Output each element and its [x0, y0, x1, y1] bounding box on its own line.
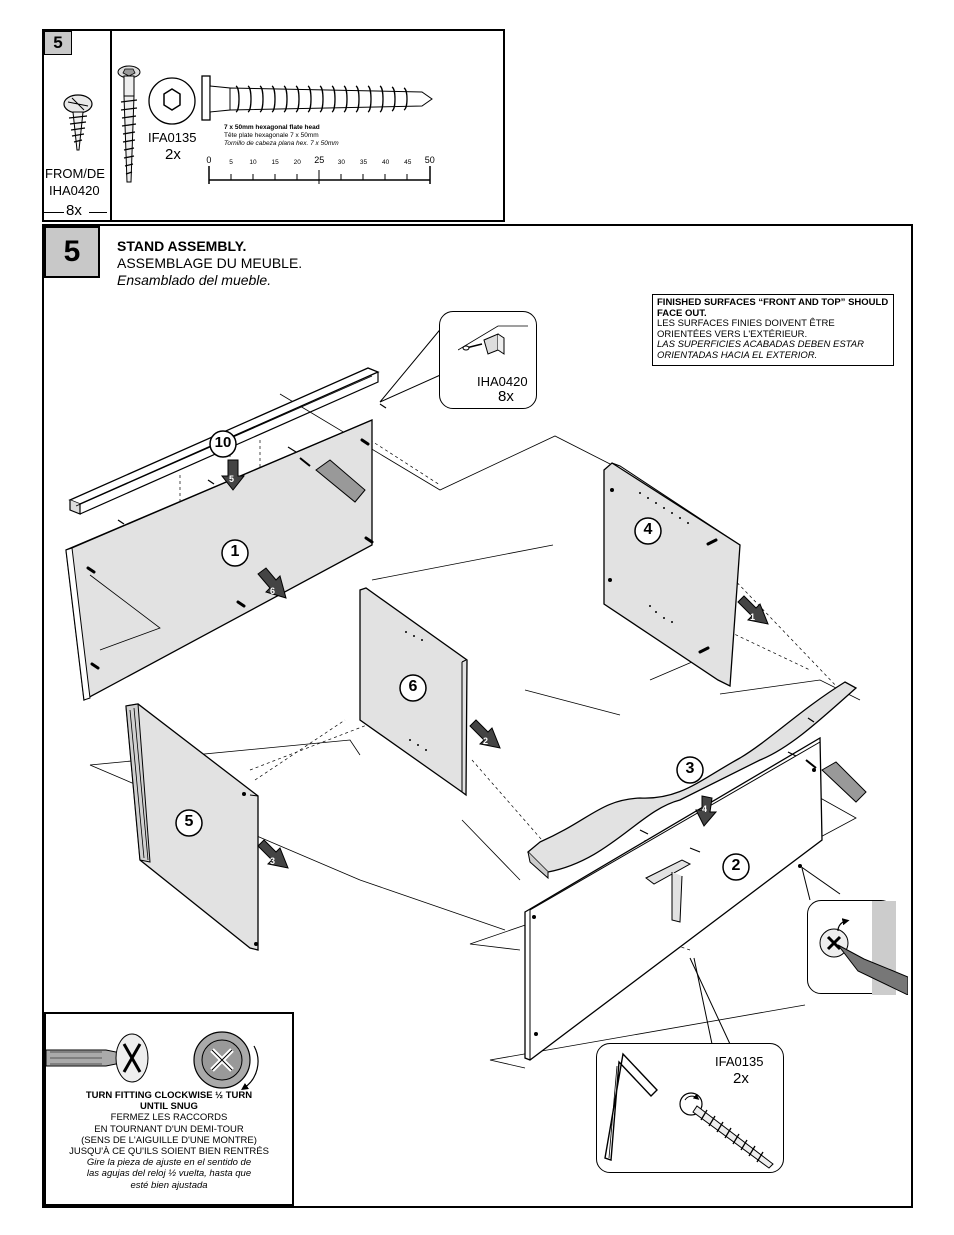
ruler-tick-label: 5 [229, 159, 233, 166]
bolt-qty-label: 2x [165, 146, 181, 163]
qty-rule-left [44, 212, 64, 213]
svg-text:5: 5 [229, 474, 234, 484]
qty-rule-right [89, 212, 107, 213]
screwdriver-back-icon [299, 457, 366, 503]
bolt-callout-qty: 2x [733, 1070, 749, 1087]
turn-es-2: las agujas del reloj ½ vuelta, hasta que [86, 1168, 252, 1180]
bolt-callout-code: IFA0135 [715, 1054, 764, 1069]
part-label-10: 10 [214, 434, 232, 451]
turn-es-3: esté bien ajustada [130, 1179, 208, 1191]
bolt-desc-en: 7 x 50mm hexagonal flate head [224, 124, 320, 131]
note-es: LAS SUPERFICIES ACABADAS DEBEN ESTAR ORI… [657, 339, 864, 361]
panel-1 [65, 419, 374, 702]
ruler-tick-label: 50 [424, 155, 435, 165]
screw-callout-code: IHA0420 [477, 374, 528, 389]
bolt-with-rotation-icon [679, 1092, 774, 1169]
step-title-es: Ensamblado del mueble. [117, 272, 272, 288]
allen-key-icon [604, 1052, 658, 1161]
ruler-tick-label: 25 [314, 155, 325, 165]
screw-qty-label: 8x [66, 202, 82, 219]
screwdriver-turn-callout [807, 900, 908, 995]
hardware-box [42, 29, 505, 222]
svg-text:6: 6 [270, 586, 275, 596]
ruler-tick-label: 10 [249, 159, 257, 166]
turn-fr-3: (SENS DE L'AIGUILLE D'UNE MONTRE) [81, 1134, 257, 1146]
svg-text:2: 2 [483, 736, 488, 746]
cam-lock-rotation-icon [193, 1031, 259, 1091]
svg-text:4: 4 [702, 804, 707, 814]
top-rail-part-3 [527, 681, 858, 880]
panel-4 [603, 462, 741, 688]
svg-text:3: 3 [270, 856, 275, 866]
ruler-tick-label: 15 [271, 159, 279, 166]
bolt-callout: IFA0135 2x [596, 1043, 784, 1173]
svg-text:1: 1 [750, 612, 755, 622]
screwdriver-turn-icon [819, 901, 908, 995]
turn-en-2: UNTIL SNUG [140, 1101, 198, 1113]
part-label-6: 6 [408, 678, 418, 695]
turn-fr-2: EN TOURNANT D'UN DEMI-TOUR [94, 1123, 244, 1135]
part-label-4: 4 [643, 521, 653, 538]
ruler [208, 166, 431, 184]
turn-en-1: TURN FITTING CLOCKWISE ½ TURN [85, 1090, 253, 1101]
turn-fr-1: FERMEZ LES RACCORDS [110, 1112, 228, 1124]
ruler-tick-label: 0 [206, 155, 212, 165]
bolt-desc-es: Tornillo de cabeza plana hex. 7 x 50mm [224, 140, 339, 147]
wood-screw-icon [63, 94, 93, 151]
part-label-3: 3 [685, 760, 695, 777]
bracket-screw-icon [458, 325, 528, 355]
part-label-5: 5 [184, 813, 194, 830]
turn-instructions: TURN FITTING CLOCKWISE ½ TURN UNTIL SNUG… [46, 1090, 292, 1191]
ruler-tick-label: 35 [359, 159, 368, 166]
horizontal-bolt-icon [201, 75, 433, 121]
screwdriver-front-icon [805, 759, 867, 803]
note-en: FINISHED SURFACES “FRONT AND TOP” SHOULD… [657, 297, 889, 319]
note-fr: LES SURFACES FINIES DOIVENT ÊTRE ORIENTÉ… [657, 318, 835, 340]
turn-fitting-box: TURN FITTING CLOCKWISE ½ TURN UNTIL SNUG… [44, 1012, 294, 1206]
screwdriver-cam-icon [46, 1033, 149, 1083]
bolt-desc-fr: Tête plate hexagonale 7 x 50mm [224, 132, 319, 139]
step-title-en: STAND ASSEMBLY. [117, 238, 247, 254]
part-label-2: 2 [731, 857, 741, 874]
ruler-tick-label: 45 [404, 159, 412, 166]
step-box [42, 224, 913, 1208]
arrow-step-labels: 5 6 1 2 3 4 [229, 474, 755, 866]
bolt-code-label: IFA0135 [148, 130, 197, 145]
hardware-box-divider [110, 30, 112, 220]
ruler-tick-label: 40 [382, 159, 390, 166]
screw-from-label: FROM/DE [45, 166, 105, 181]
finished-surfaces-note: FINISHED SURFACES “FRONT AND TOP” SHOULD… [652, 294, 894, 366]
panel-2 [524, 736, 823, 1061]
part-number-circles [175, 430, 750, 881]
ruler-tick-label: 20 [293, 159, 301, 166]
bolt-head-icon [148, 77, 196, 125]
hardware-step-number: 5 [44, 31, 72, 55]
step-number: 5 [44, 226, 100, 278]
part-label-1: 1 [230, 543, 240, 560]
screw-code-label: IHA0420 [49, 183, 100, 198]
screw-callout-qty: 8x [498, 388, 514, 405]
screw-callout: IHA0420 8x [439, 311, 537, 409]
step-title-fr: ASSEMBLAGE DU MEUBLE. [117, 255, 303, 271]
ruler-tick-label: 30 [337, 159, 346, 166]
turn-es-1: Gire la pieza de ajuste en el sentido de [86, 1157, 252, 1169]
direction-arrows [220, 459, 769, 869]
hardware-marks [117, 403, 815, 853]
turn-fr-4: JUSQU'À CE QU'ILS SOIENT BIEN RENTRÉS [69, 1146, 269, 1158]
vertical-bolt-icon [117, 65, 141, 183]
assembly-diagram: 5 6 1 2 3 4 [65, 319, 867, 1069]
